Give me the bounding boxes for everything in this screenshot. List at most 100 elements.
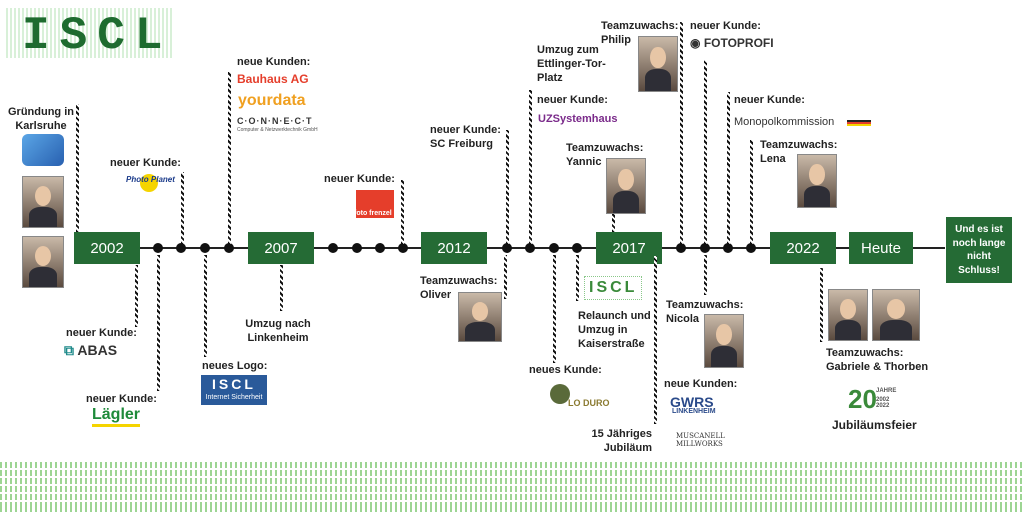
photo-nicola (704, 314, 744, 368)
label-kunde-lodu: neues Kunde: (529, 364, 602, 376)
uzs-logo: UZSystemhaus (538, 113, 618, 125)
timeline-dot (200, 243, 210, 253)
iscl-new-logo-text: ISCL (212, 376, 256, 392)
gwrs-logo-sub: LINKENHEIM (672, 408, 716, 415)
label-kunde-uzs: neuer Kunde: (537, 94, 608, 106)
year-2017: 2017 (596, 232, 662, 264)
stem (820, 268, 823, 342)
stem (750, 140, 753, 244)
timeline-dot (676, 243, 686, 253)
timeline-dot (328, 243, 338, 253)
label-logo-neu: neues Logo: (202, 360, 268, 372)
stem (727, 92, 730, 244)
year-2022: 2022 (770, 232, 836, 264)
logo-20-jahre-label: JAHRE (876, 388, 897, 394)
muscanell-logo: MUSCANELL MILLWORKS (676, 432, 725, 448)
founder-photo-2 (22, 236, 64, 288)
timeline-dot (153, 243, 163, 253)
logo-20-jahre: 20 (848, 384, 877, 414)
bauhaus-logo: Bauhaus AG (237, 72, 309, 86)
iscl-logo: ISCL (6, 8, 172, 62)
iscl-logo-text: ISCL (22, 10, 173, 62)
stem (612, 214, 615, 232)
end-box: Und es ist noch lange nicht Schluss! (946, 217, 1012, 283)
label-team-philip: Teamzuwachs: Philip (601, 20, 679, 46)
label-kunde-fotofrenzel: neuer Kunde: (324, 173, 395, 185)
connect-logo: C·O·N·N·E·C·T (237, 116, 313, 126)
stem (704, 60, 707, 244)
stem (204, 255, 207, 357)
photo-oliver (458, 292, 502, 342)
year-2012: 2012 (421, 232, 487, 264)
stem (135, 265, 138, 327)
binary-band-overlay (0, 468, 1024, 508)
lodu-tree-icon (550, 384, 570, 404)
stem (654, 256, 657, 424)
photo-yannic (606, 158, 646, 214)
year-2007: 2007 (248, 232, 314, 264)
label-kunden-bauhaus: neue Kunden: (237, 56, 311, 68)
timeline-dot (723, 243, 733, 253)
label-gruendung: Gründung in Karlsruhe (8, 106, 74, 132)
label-umzug-ettlinger: Umzug zum Ettlinger-Tor-Platz (537, 44, 606, 84)
timeline-dot (700, 243, 710, 253)
label-team-oliver: Teamzuwachs: Oliver (420, 275, 498, 301)
year-heute: Heute (849, 232, 913, 264)
founder-photo-1 (22, 176, 64, 228)
fotoprofi-logo-text: FOTOPROFI (703, 36, 774, 50)
label-team-lena: Teamzuwachs: Lena (760, 139, 838, 165)
laegler-logo: Lägler (92, 406, 141, 427)
label-team-yannic: Teamzuwachs: Yannic (566, 142, 644, 168)
label-kunde-photo: neuer Kunde: (110, 157, 181, 169)
label-team-nicola: Teamzuwachs: Nicola (666, 299, 744, 325)
label-kunde-monopol: neuer Kunde: (734, 94, 805, 106)
label-kunde-scf: neuer Kunde: SC Freiburg (430, 124, 501, 150)
timeline-dot (176, 243, 186, 253)
abas-logo-text: ABAS (77, 342, 118, 358)
stem (157, 255, 160, 391)
label-umzug-linkenheim: Umzug nach Linkenheim (245, 318, 311, 344)
year-2002: 2002 (74, 232, 140, 264)
lodu-logo: LO DURO (568, 398, 610, 408)
stem (704, 255, 707, 295)
label-jubilaeum15: 15 Jähriges Jubiläum (591, 428, 652, 454)
stem (680, 22, 683, 244)
timeline-dot (398, 243, 408, 253)
stem (76, 104, 79, 232)
stem (280, 265, 283, 311)
stem (553, 255, 556, 363)
label-relaunch: Relaunch und Umzug in Kaiserstraße (578, 310, 651, 350)
label-kunden-gwrs: neue Kunden: (664, 378, 738, 390)
fotofrenzel-logo-text: foto frenzel (354, 210, 392, 217)
yourdata-logo: yourdata (238, 92, 306, 109)
photo-planet-logo: Photo Planet (126, 175, 175, 184)
stem (506, 130, 509, 244)
timeline-dot (224, 243, 234, 253)
timeline-dot (375, 243, 385, 253)
logo-20-jahre-range: 2002 2022 (876, 397, 890, 409)
iscl-old-logo (22, 134, 64, 166)
fotoprofi-logo: ◉ FOTOPROFI (690, 36, 774, 50)
label-kunde-fotoprofi: neuer Kunde: (690, 20, 761, 32)
stem (504, 255, 507, 299)
timeline-dot (549, 243, 559, 253)
stem (228, 72, 231, 244)
photo-philip (638, 36, 678, 92)
label-team-gt: Teamzuwachs: Gabriele & Thorben (826, 347, 929, 373)
timeline-dot (352, 243, 362, 253)
stem (181, 172, 184, 244)
connect-logo-sub: Computer & Netzwerktechnik GmbH (237, 127, 318, 133)
monopol-logo: Monopolkommission (734, 116, 835, 128)
label-jubilaeumsfeier: Jubiläumsfeier (832, 418, 917, 432)
timeline-dot (746, 243, 756, 253)
timeline-dot (525, 243, 535, 253)
gwrs-logo: GWRS (670, 394, 714, 410)
abas-logo: ⧉ ABAS (64, 342, 118, 358)
fotofrenzel-logo (356, 190, 394, 218)
label-kunde-laegler: neuer Kunde: (86, 393, 157, 405)
iscl-relaunch-logo: ISCL (584, 276, 643, 300)
label-kunde-abas: neuer Kunde: (66, 327, 137, 339)
photo-gabriele (828, 289, 868, 341)
monopol-flag (847, 120, 871, 126)
